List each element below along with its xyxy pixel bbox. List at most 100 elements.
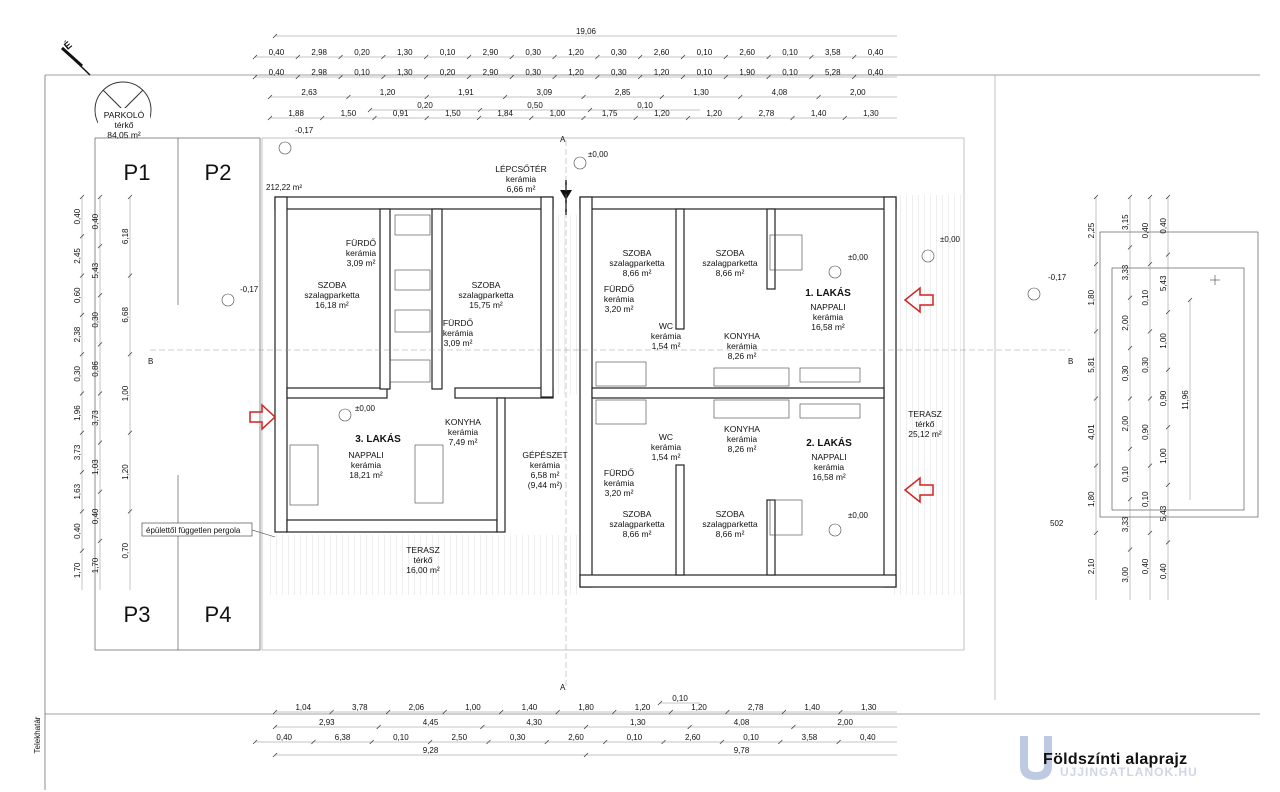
dimension-tick bbox=[637, 54, 643, 60]
dimension-value: 1,84 bbox=[497, 109, 513, 118]
dimension-tick bbox=[295, 54, 301, 60]
dimension-tick bbox=[376, 724, 381, 730]
dimension-value: 0,30 bbox=[611, 68, 627, 77]
room-a3-szoba2-name: SZOBA bbox=[472, 280, 501, 290]
dimension-tick bbox=[595, 54, 600, 60]
parking-symbol: PARKOLÓ térkő 84,05 m² bbox=[94, 81, 152, 142]
dimension-value: 1,30 bbox=[397, 48, 413, 57]
room-a1-szoba2-area: 8,66 m² bbox=[716, 268, 745, 278]
dimension-value: 4,45 bbox=[423, 718, 439, 727]
dimension-tick bbox=[385, 709, 391, 715]
dimension-tick bbox=[529, 115, 534, 121]
dimension-value: 1,20 bbox=[706, 109, 722, 118]
section-mark-b-right: B bbox=[1068, 357, 1073, 366]
dimension-tick bbox=[329, 709, 334, 715]
room-a3-szoba2-material: szalagparketta bbox=[458, 290, 514, 300]
dimension-value: 0,90 bbox=[1141, 424, 1150, 440]
dimension-value: 9,28 bbox=[423, 746, 439, 755]
dimension-value: 3,58 bbox=[825, 48, 841, 57]
room-a3-furdo1-name: FÜRDŐ bbox=[346, 238, 377, 248]
dimension-value: 6,68 bbox=[121, 307, 130, 323]
dimension-tick bbox=[1165, 367, 1171, 372]
dimension-value: 1,30 bbox=[861, 703, 877, 712]
parking-space-p4: P4 bbox=[205, 602, 232, 627]
dimension-tick bbox=[657, 700, 663, 706]
dimension-value: 5,43 bbox=[1159, 505, 1168, 521]
dimension-tick bbox=[1147, 396, 1153, 401]
dimension-tick bbox=[252, 54, 258, 60]
dimension-tick bbox=[267, 94, 273, 100]
dimension-tick bbox=[1187, 297, 1193, 303]
dimension-value: 2,00 bbox=[1121, 315, 1130, 331]
dimension-tick bbox=[1127, 446, 1133, 452]
dimension-value: 1,40 bbox=[811, 109, 827, 118]
dimension-value: 2,90 bbox=[483, 68, 499, 77]
dimension-value: 2,25 bbox=[1087, 222, 1096, 238]
parking-material: térkő bbox=[115, 120, 134, 130]
dimension-tick bbox=[1127, 295, 1133, 300]
dimension-tick bbox=[272, 33, 278, 39]
room-a1-szoba1-material: szalagparketta bbox=[609, 258, 665, 268]
dimension-tick bbox=[1165, 252, 1171, 257]
room-terasz1-material: térkő bbox=[414, 555, 433, 565]
dimension-value: 0,10 bbox=[743, 733, 759, 742]
dimension-value: 1,30 bbox=[863, 109, 879, 118]
dimension-tick bbox=[680, 74, 686, 80]
room-a1-szoba2-material: szalagparketta bbox=[702, 258, 758, 268]
dimension-tick bbox=[851, 74, 857, 80]
room-a1-nappali-area: 16,58 m² bbox=[811, 322, 845, 332]
dimension-value: 1,00 bbox=[1159, 448, 1168, 464]
dimension-tick bbox=[127, 194, 133, 200]
dimension-tick bbox=[633, 115, 638, 121]
dimension-tick bbox=[1147, 329, 1153, 334]
dimension-tick bbox=[272, 709, 278, 715]
room-a3-konyha-area: 7,49 m² bbox=[449, 437, 478, 447]
room-a2-furdo-area: 3,20 m² bbox=[605, 488, 634, 498]
room-terasz1-area: 16,00 m² bbox=[406, 565, 440, 575]
dimension-value: 0,40 bbox=[1159, 217, 1168, 233]
dimension-tick bbox=[1165, 194, 1171, 200]
room-a2-furdo-name: FÜRDŐ bbox=[604, 468, 635, 478]
dimension-value: 3,00 bbox=[1121, 566, 1130, 582]
dimension-value: 0,30 bbox=[611, 48, 627, 57]
room-a2-konyha-area: 8,26 m² bbox=[728, 444, 757, 454]
entrance-arrow-unit1 bbox=[903, 286, 934, 314]
dimension-value: 5,28 bbox=[825, 68, 841, 77]
dimension-value: 0,40 bbox=[276, 733, 292, 742]
dimension-value: 5,43 bbox=[91, 262, 100, 278]
dimension-tick bbox=[127, 509, 133, 514]
stair-hatch bbox=[550, 215, 580, 395]
terrace-east-hatch bbox=[893, 195, 965, 595]
dimension-value: 0,10 bbox=[440, 48, 456, 57]
room-a2-nappali-area: 16,58 m² bbox=[812, 472, 846, 482]
parking-space-p1: P1 bbox=[124, 160, 151, 185]
dimension-value: 4,08 bbox=[772, 88, 788, 97]
room-a3-furdo2-area: 3,09 m² bbox=[444, 338, 473, 348]
dimension-tick bbox=[1127, 497, 1133, 502]
dimension-value: 2,45 bbox=[73, 248, 82, 264]
room-a3-szoba1-area: 16,18 m² bbox=[315, 300, 349, 310]
dimension-value: 0,10 bbox=[782, 68, 798, 77]
dimension-tick bbox=[719, 739, 725, 745]
dimension-tick bbox=[723, 54, 729, 60]
dimension-tick bbox=[659, 94, 665, 100]
room-a2-szoba2-material: szalagparketta bbox=[702, 519, 758, 529]
section-mark-b-left: B bbox=[148, 357, 153, 366]
room-a1-konyha-name: KONYHA bbox=[724, 331, 760, 341]
dimension-tick bbox=[1147, 530, 1153, 536]
dimension-value: 0,40 bbox=[73, 208, 82, 224]
dimension-value: 1,50 bbox=[341, 109, 357, 118]
dimension-tick bbox=[79, 469, 85, 475]
dimension-tick bbox=[97, 194, 103, 200]
dimension-tick bbox=[498, 709, 504, 715]
pergola-note-text: épülettől független pergola bbox=[146, 526, 241, 535]
parking-area: P1 P2 P3 P4 bbox=[94, 137, 261, 651]
dimension-tick bbox=[442, 709, 447, 715]
dimension-value: 0,40 bbox=[868, 68, 884, 77]
dimension-value: 0,40 bbox=[1159, 563, 1168, 579]
room-a2-wc-material: kerámia bbox=[651, 442, 682, 452]
dimension-value: 0,50 bbox=[527, 101, 543, 110]
dimension-value: 2,98 bbox=[311, 48, 327, 57]
dimension-value: 1,91 bbox=[458, 88, 474, 97]
dimension-tick bbox=[1093, 396, 1099, 401]
